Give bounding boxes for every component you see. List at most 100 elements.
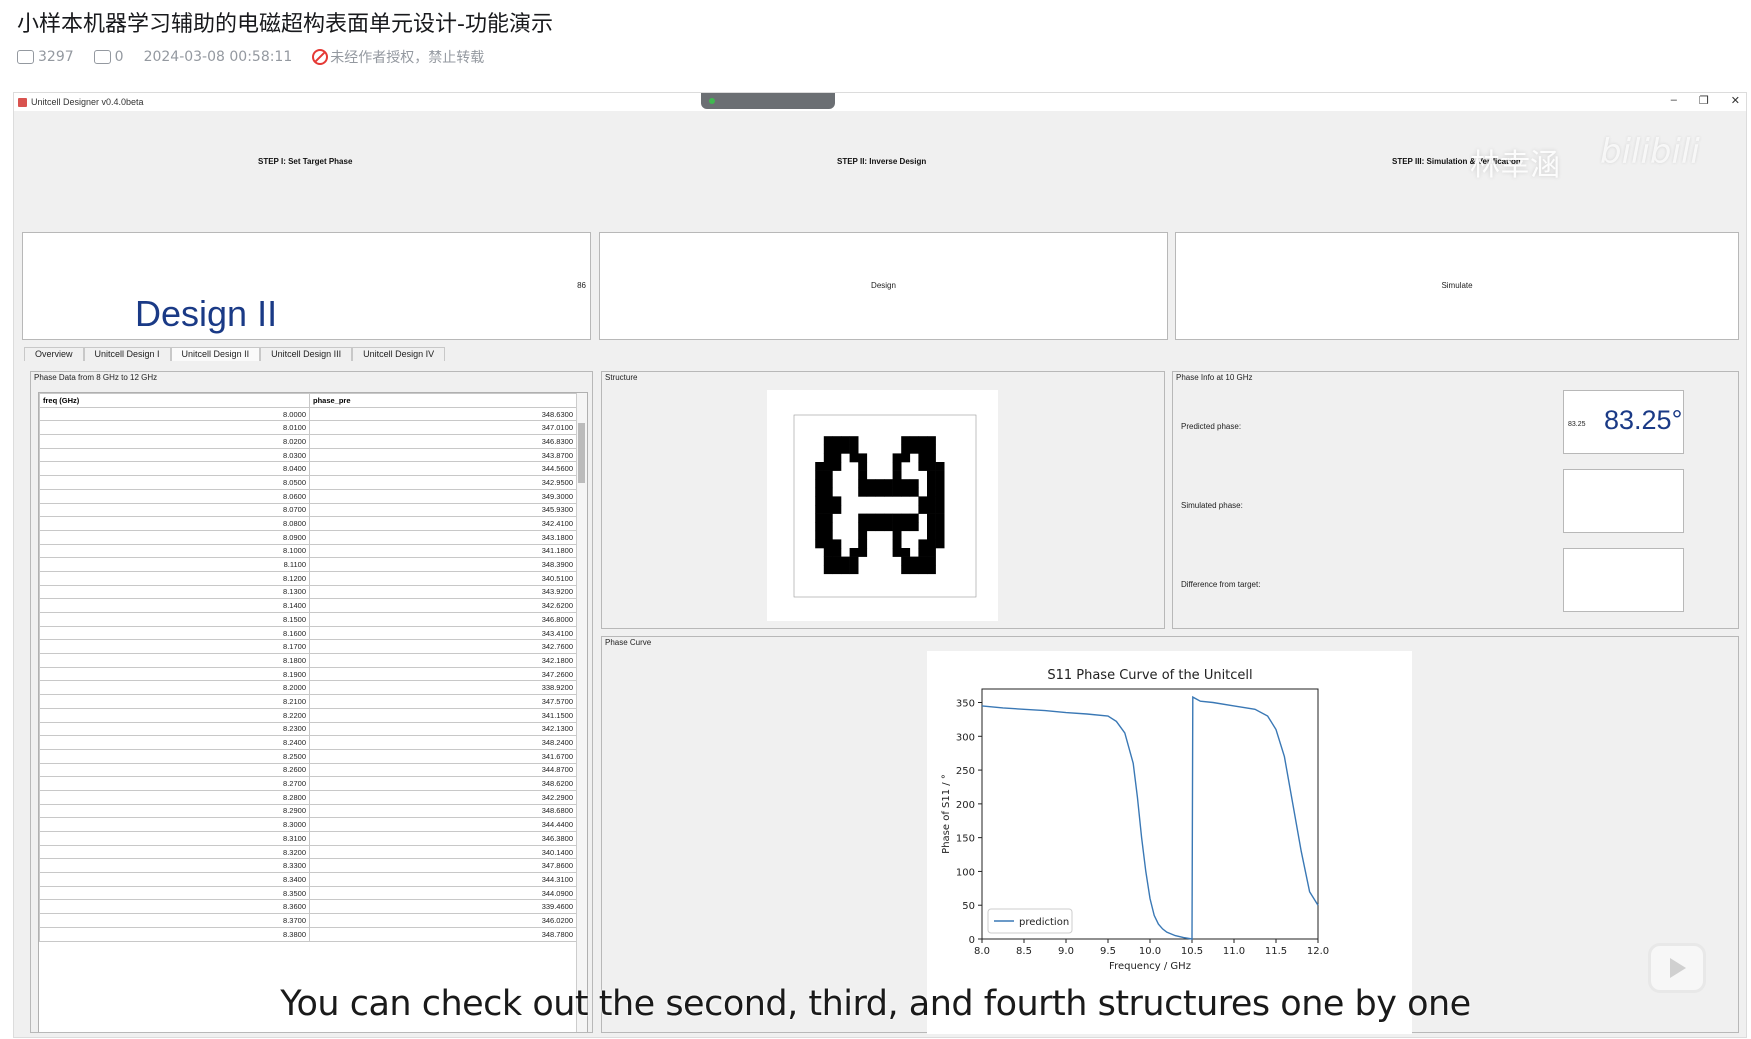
tab-overview[interactable]: Overview [24, 347, 84, 361]
scrollbar-thumb[interactable] [578, 423, 585, 483]
phase-cell: 342.1800 [309, 653, 577, 668]
window-titlebar[interactable]: Unitcell Designer v0.4.0beta – ❐ ✕ [14, 93, 1746, 111]
phase-cell: 347.8600 [309, 858, 577, 874]
record-indicator-icon [709, 98, 715, 104]
restore-icon[interactable]: ❐ [1698, 95, 1709, 107]
tab-unitcell-design-4[interactable]: Unitcell Design IV [352, 347, 446, 361]
phase-cell: 340.1400 [309, 844, 577, 860]
minimize-icon[interactable]: – [1670, 94, 1677, 106]
freq-cell: 8.0800 [39, 516, 310, 531]
simulate-button[interactable]: Simulate [1175, 232, 1739, 340]
column-header-freq[interactable]: freq (GHz) [39, 393, 310, 408]
table-scrollbar[interactable] [576, 393, 587, 1032]
y-tick-label: 200 [956, 800, 975, 811]
freq-cell: 8.3100 [39, 831, 310, 846]
freq-cell: 8.2900 [39, 803, 310, 819]
freq-cell: 8.0300 [39, 447, 310, 463]
y-tick-label: 100 [956, 867, 975, 878]
freq-cell: 8.2600 [39, 762, 310, 778]
tab-unitcell-design-3[interactable]: Unitcell Design III [260, 347, 353, 361]
step-2-label: STEP II: Inverse Design [837, 157, 927, 166]
series-line-prediction [981, 695, 1319, 940]
freq-cell: 8.0000 [39, 406, 310, 422]
recording-toolbar[interactable] [701, 93, 835, 109]
phase-data-title: Phase Data from 8 GHz to 12 GHz [34, 373, 158, 382]
phase-cell: 343.9200 [309, 584, 577, 600]
legend-box [987, 908, 1073, 934]
design-button[interactable]: Design [599, 232, 1168, 340]
comment-icon [93, 50, 111, 64]
freq-cell: 8.1800 [39, 653, 310, 668]
structure-title: Structure [605, 373, 638, 382]
x-tick-label: 8.5 [1016, 946, 1032, 957]
comments-stat: 0 [93, 49, 124, 65]
freq-cell: 8.2000 [39, 680, 310, 696]
x-axis-label: Frequency / GHz [1109, 961, 1191, 972]
phase-curve-chart: S11 Phase Curve of the Unitcell050100150… [941, 668, 1329, 972]
design-button-label: Design [871, 281, 896, 290]
column-header-phase[interactable]: phase_pre [309, 393, 577, 408]
tab-unitcell-design-1[interactable]: Unitcell Design I [83, 347, 171, 361]
freq-cell: 8.3300 [39, 858, 310, 874]
y-axis-label: Phase of S11 / ° [941, 774, 952, 854]
copyright-text: 未经作者授权，禁止转载 [330, 50, 485, 66]
difference-display [1563, 548, 1684, 612]
phase-cell: 348.3900 [309, 557, 577, 572]
play-button[interactable] [1648, 943, 1706, 993]
structure-pattern [793, 414, 977, 598]
freq-cell: 8.2500 [39, 748, 310, 764]
freq-cell: 8.0100 [39, 420, 310, 436]
chart-title: S11 Phase Curve of the Unitcell [1047, 668, 1252, 683]
forbidden-icon [312, 49, 329, 65]
y-tick-label: 350 [956, 699, 975, 710]
tab-unitcell-design-2[interactable]: Unitcell Design II [170, 347, 261, 361]
phase-cell: 348.6300 [309, 406, 577, 422]
video-title: 小样本机器学习辅助的电磁超构表面单元设计-功能演示 [17, 12, 553, 37]
phase-cell: 347.5700 [309, 694, 577, 709]
freq-cell: 8.3600 [39, 899, 310, 915]
close-icon[interactable]: ✕ [1730, 95, 1740, 107]
